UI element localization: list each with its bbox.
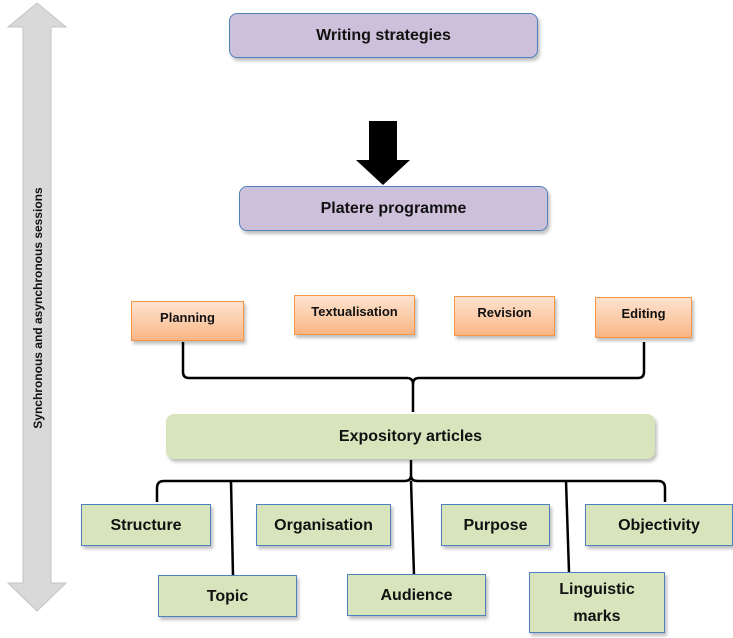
feature-topic: Topic <box>158 575 297 617</box>
feature-objectivity: Objectivity <box>585 504 733 546</box>
stage-revision: Revision <box>454 296 555 336</box>
stage-textualisation: Textualisation <box>294 295 415 335</box>
feature-purpose: Purpose <box>441 504 550 546</box>
double-headed-arrow-icon <box>6 2 68 612</box>
stages-bracket <box>181 342 646 412</box>
expository-articles-box: Expository articles <box>166 414 655 459</box>
stage-planning: Planning <box>131 301 244 341</box>
feature-linguistic-marks: Linguistic marks <box>529 572 665 633</box>
features-bracket <box>155 460 667 577</box>
writing-strategies-box: Writing strategies <box>229 13 538 58</box>
stage-editing: Editing <box>595 297 692 338</box>
platere-programme-box: Platere programme <box>239 186 548 231</box>
feature-organisation: Organisation <box>256 504 391 546</box>
side-arrow-label: Synchronous and asynchronous sessions <box>31 187 45 429</box>
down-arrow-icon <box>356 121 410 185</box>
feature-audience: Audience <box>347 574 486 616</box>
feature-structure: Structure <box>81 504 211 546</box>
